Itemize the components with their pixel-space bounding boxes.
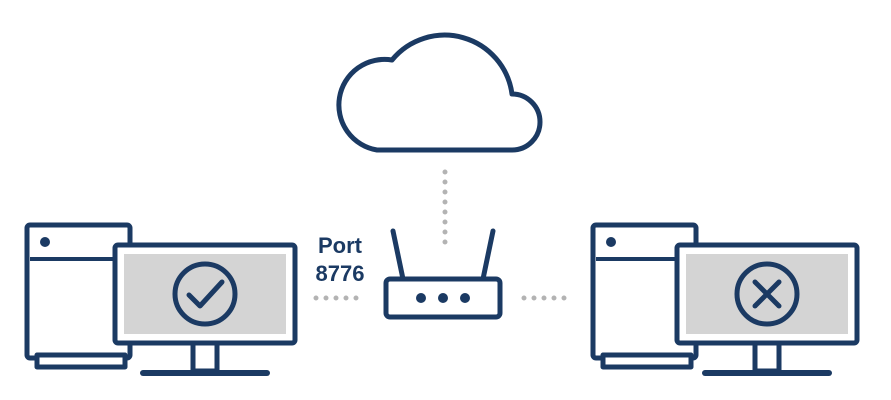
monitor-screen xyxy=(124,254,286,334)
port-label: Port 8776 xyxy=(300,232,380,288)
left-computer xyxy=(24,222,298,376)
router-light xyxy=(460,293,470,303)
x-circle-icon xyxy=(734,261,800,327)
monitor-stand xyxy=(752,340,782,374)
router-antenna-left xyxy=(390,228,406,282)
port-label-number: 8776 xyxy=(315,261,365,286)
port-label-line1: Port xyxy=(318,233,362,258)
router-light xyxy=(438,293,448,303)
tower-power-light xyxy=(40,237,50,247)
right-computer xyxy=(590,222,860,376)
check-circle-icon xyxy=(172,261,238,327)
tower-base xyxy=(34,352,128,370)
tower-base xyxy=(600,352,694,370)
cloud-icon xyxy=(336,32,543,153)
router-antenna-right xyxy=(480,228,496,282)
router-light xyxy=(416,293,426,303)
router-icon xyxy=(383,228,503,320)
monitor-stand xyxy=(190,340,220,374)
tower-power-light xyxy=(606,237,616,247)
connectors xyxy=(313,169,577,301)
